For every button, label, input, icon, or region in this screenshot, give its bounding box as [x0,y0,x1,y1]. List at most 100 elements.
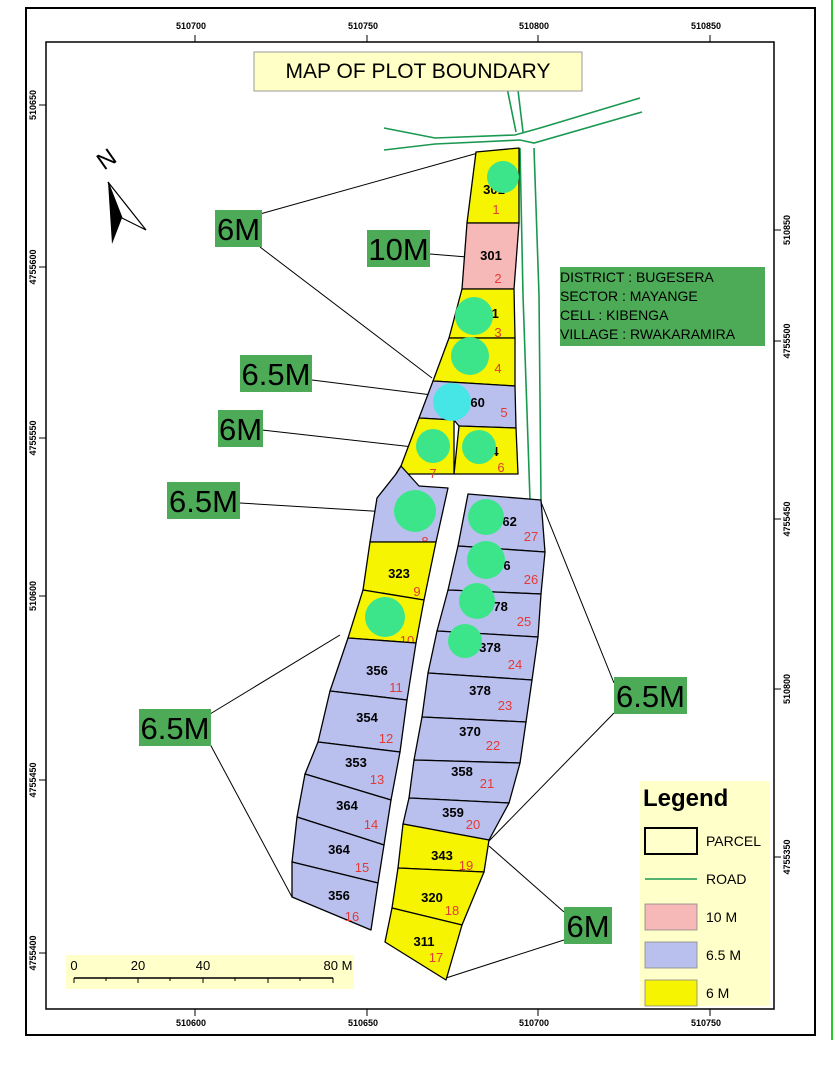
tick-label-left: 4755400 [28,935,38,970]
legend-label: ROAD [706,871,746,887]
callout-box [167,482,240,519]
tick-label-left: 4755450 [28,762,38,797]
parcel-id-label: 353 [345,755,367,770]
callout-box [240,355,312,392]
tree-icon [365,597,405,637]
tick-label-left: 4755600 [28,249,38,284]
scale-label-80: 80 M [324,958,353,973]
parcel-id-label: 356 [328,888,350,903]
scale-label-20: 20 [131,958,145,973]
parcel-number-label: 3 [494,325,501,340]
tick-label-bottom: 510650 [348,1018,378,1028]
parcel-24 [427,630,539,681]
parcel-number-label: 9 [413,584,420,599]
parcel-id-label: 343 [431,848,453,863]
callout-box [139,709,211,746]
parcel-id-label: 323 [388,566,410,581]
tick-label-right: 510850 [782,215,792,245]
legend-label: 6 M [706,985,729,1001]
tick-label-left: 510600 [28,581,38,611]
callout-box [218,410,263,447]
parcel-number-label: 19 [459,858,473,873]
parcel-id-label: 6 [503,558,510,573]
legend-box [640,781,770,1006]
callout-label: 6.5M [141,711,210,746]
location-box [560,267,765,346]
parcel-number-label: 5 [500,405,507,420]
road-network [383,77,643,501]
tick-label-bottom: 510600 [176,1018,206,1028]
scale-ticks [73,978,334,983]
parcel-number-label: 2 [494,271,501,286]
scale-bg [66,955,354,989]
callout-box [215,210,262,247]
parcel-number-label: 12 [379,731,393,746]
parcel-id-label: 354 [356,710,378,725]
location-cell: CELL : KIBENGA [560,307,669,323]
tick-label-right: 4755350 [782,839,792,874]
callout-box [367,230,430,267]
location-sector: SECTOR : MAYANGE [560,288,698,304]
tick-label-top: 510800 [519,21,549,31]
parcel-number-label: 27 [524,529,538,544]
parcel-number-label: 6 [497,460,504,475]
title-box [253,51,583,92]
parcel-number-label: 17 [429,950,443,965]
tick-label-right: 4755450 [782,501,792,536]
callout-label: 6.5M [616,679,685,714]
tree-icon [459,583,495,619]
scale-label-40: 40 [196,958,210,973]
callout-label: 6.5M [169,484,238,519]
parcel-number-label: 15 [355,860,369,875]
callout-box [564,907,612,944]
parcel-id-label: 356 [366,663,388,678]
tick-label-right: 4755500 [782,323,792,358]
parcel-16 [291,861,379,931]
tick-label-top: 510850 [691,21,721,31]
parcel-id-label: 358 [451,764,473,779]
tree-markers [365,161,519,658]
tree-icon [462,430,496,464]
tick-label-left: 4755550 [28,420,38,455]
parcel-number-label: 4 [494,361,501,376]
legend-label: 10 M [706,909,737,925]
legend-items: PARCEL ROAD 10 M 6.5 M 6 M [644,827,761,1007]
parcel-number-label: 1 [492,202,499,217]
parcel-id-label: 301 [480,248,502,263]
tick-label-right: 510800 [782,674,792,704]
parcel-number-label: 13 [370,772,384,787]
leader-lines [209,152,615,979]
tree-icon [455,297,493,335]
scale-label-0: 0 [70,958,77,973]
tree-icon [451,337,489,375]
parcel-number-label: 21 [480,776,494,791]
legend-label: PARCEL [706,833,761,849]
tree-icon [468,499,504,535]
parcel-id-label: 359 [442,805,464,820]
legend-label: 6.5 M [706,947,741,963]
callout-label: 6M [217,212,260,247]
callout-label: 6.5M [242,357,311,392]
tree-icon [394,490,436,532]
parcel-17 [384,907,463,981]
location-village: VILLAGE : RWAKARAMIRA [560,326,736,342]
parcel-number-label: 18 [445,903,459,918]
tree-icon [487,161,519,193]
parcel-number-label: 11 [389,680,403,695]
parcel-id-label: 364 [336,798,358,813]
legend-swatch [644,979,698,1007]
parcel-number-label: 25 [517,614,531,629]
tree-icon [433,383,471,421]
parcel-number-label: 20 [466,817,480,832]
legend-swatch [644,827,698,855]
tick-label-bottom: 510750 [691,1018,721,1028]
parcel-id-label: 311 [414,934,435,949]
parcel-number-label: 14 [364,817,378,832]
scale-bar: 0 20 40 80 M [66,955,354,989]
parcel-number-label: 16 [345,909,359,924]
parcel-number-label: 22 [486,738,500,753]
legend-swatch [644,903,698,931]
